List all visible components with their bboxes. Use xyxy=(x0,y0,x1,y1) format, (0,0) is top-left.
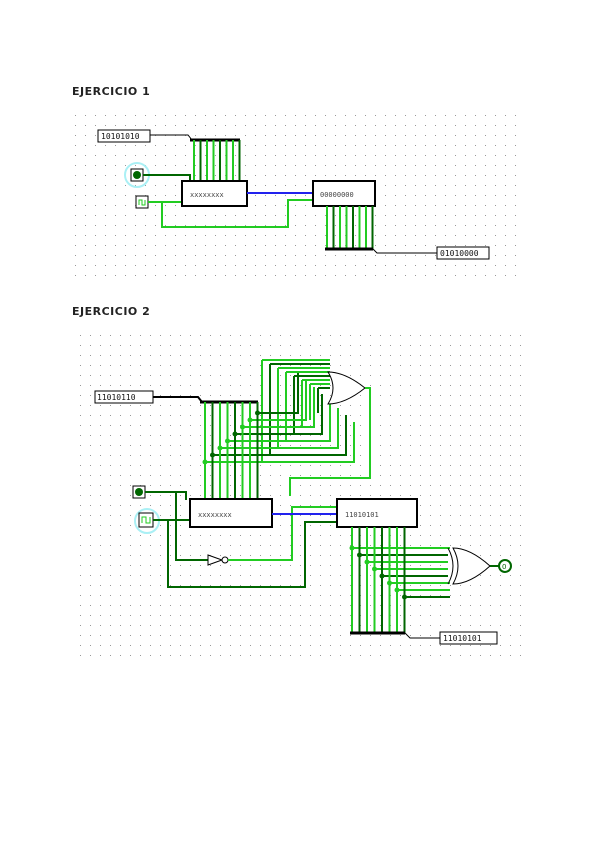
junction xyxy=(217,445,223,451)
junction xyxy=(255,410,260,416)
register-b-ex1-value: 00000000 xyxy=(320,191,354,199)
junction xyxy=(372,566,377,572)
register-b-ex1[interactable] xyxy=(312,180,376,207)
junction xyxy=(364,559,370,565)
register-a-ex1-value: xxxxxxxx xyxy=(190,191,224,199)
junction xyxy=(387,580,392,586)
input-pin-ex2-value: 11010110 xyxy=(97,393,136,402)
wire-or-input xyxy=(250,380,307,421)
led-output-ex2-value: 0 xyxy=(502,563,506,571)
or-gate-ex2 xyxy=(327,371,366,405)
junction xyxy=(349,545,355,551)
led-output-ex2 xyxy=(498,559,512,573)
exercise-2-heading: EJERCICIO 2 xyxy=(72,305,151,318)
register-b-ex2-value: 11010101 xyxy=(345,511,379,519)
output-pin-ex1[interactable] xyxy=(436,246,490,260)
wire-or-input xyxy=(257,373,299,414)
wire-or-input xyxy=(235,394,323,435)
grid-dots-ex2 xyxy=(80,335,521,656)
register-a-ex1[interactable] xyxy=(181,180,248,207)
wire-or-input xyxy=(227,401,331,442)
output-pin-ex2[interactable] xyxy=(439,631,498,645)
wire-or-input xyxy=(242,387,315,428)
junction xyxy=(402,594,407,600)
junction xyxy=(225,438,230,444)
input-pin-ex1-value: 10101010 xyxy=(101,132,140,141)
register-a-ex2[interactable] xyxy=(189,498,273,528)
junction xyxy=(247,417,253,423)
junction xyxy=(232,431,238,437)
circuit-ex2: 11010110 xxxxxxxx 11010101 0 xyxy=(94,359,512,645)
junction xyxy=(357,552,362,558)
junction xyxy=(202,459,208,465)
register-a-ex2-value: xxxxxxxx xyxy=(198,511,232,519)
not-gate-ex2 xyxy=(207,554,224,566)
bits-ex2-in xyxy=(202,359,355,499)
output-pin-ex1-value: 01010000 xyxy=(440,249,479,258)
wire-or-input xyxy=(220,408,339,449)
bits-ex1-out xyxy=(326,206,374,249)
junction xyxy=(379,573,385,579)
bits-ex2-out xyxy=(349,527,450,633)
circuit-ex1: 10101010 xxxxxxxx 00000000 01010000 xyxy=(97,129,490,260)
exercise-1-heading: EJERCICIO 1 xyxy=(72,85,151,98)
input-pin-ex1[interactable] xyxy=(97,129,151,143)
xor-gate-ex2 xyxy=(447,547,491,585)
junction xyxy=(210,452,215,458)
register-b-ex2[interactable] xyxy=(336,498,418,528)
output-pin-ex2-value: 11010101 xyxy=(443,634,482,643)
bits-ex1-in xyxy=(193,140,241,182)
junction xyxy=(240,424,245,430)
junction xyxy=(394,587,400,593)
wire-or-input xyxy=(205,422,355,463)
